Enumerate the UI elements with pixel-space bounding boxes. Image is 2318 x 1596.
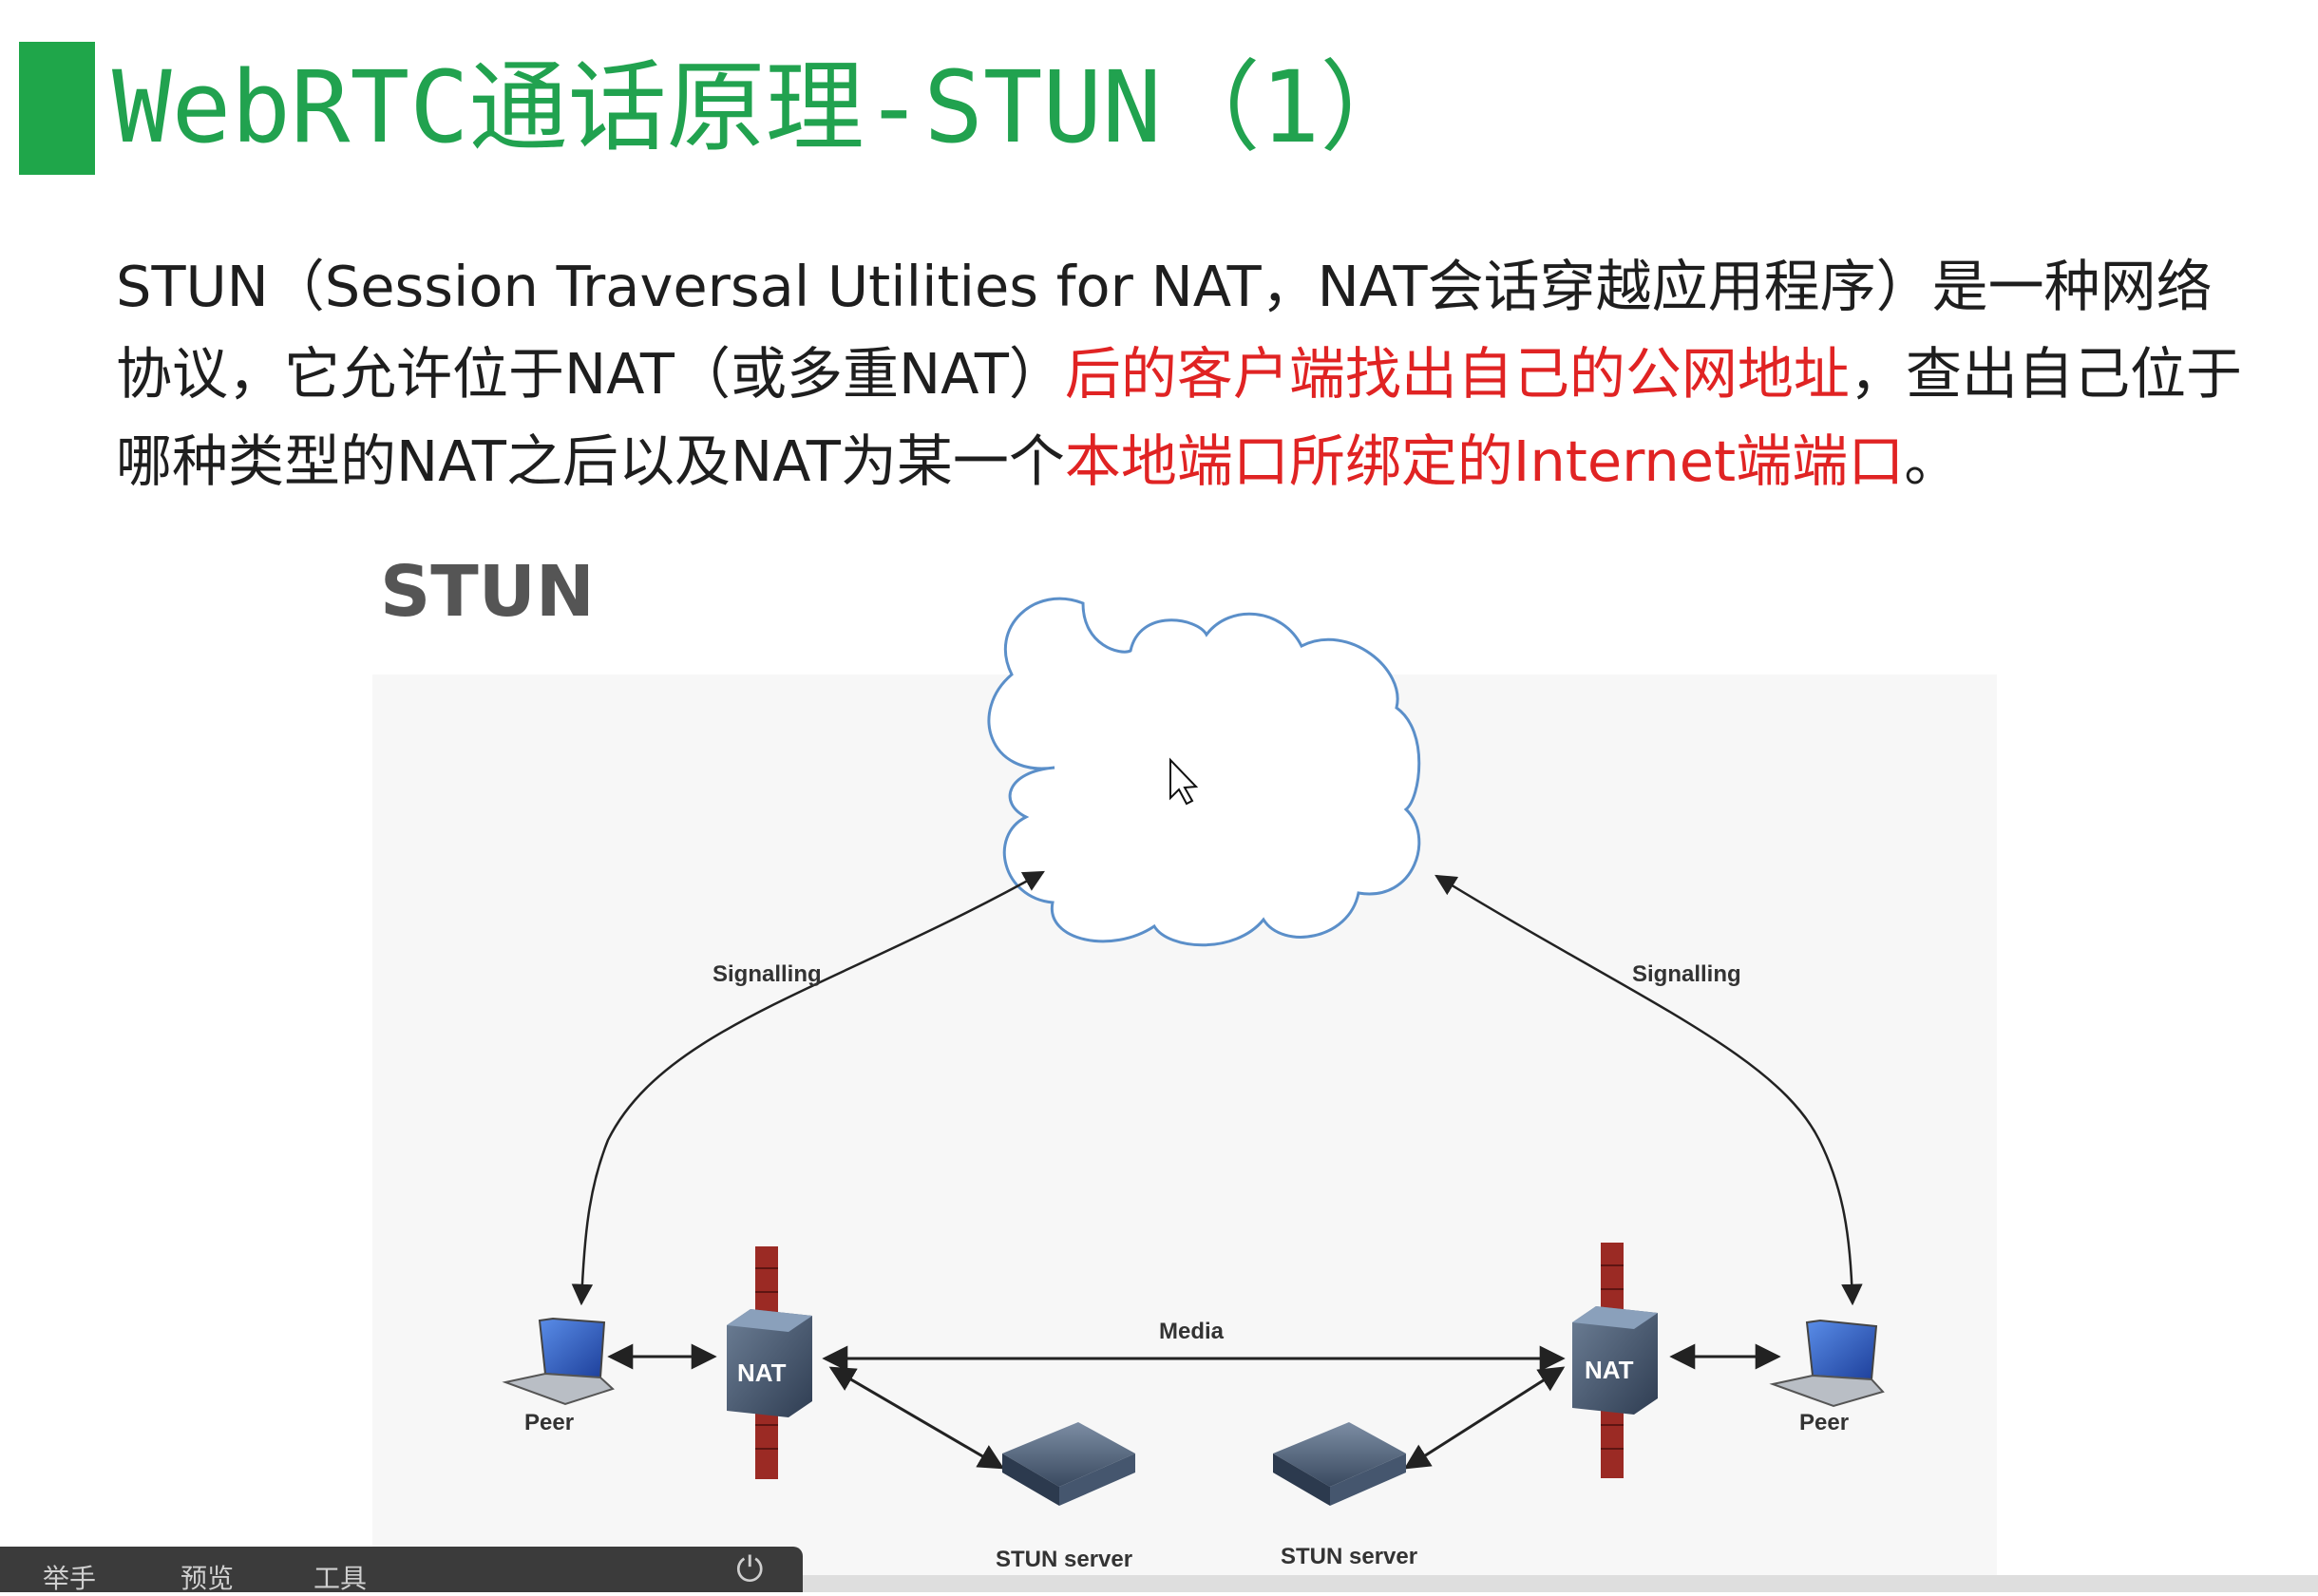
peer-right-label: Peer xyxy=(1799,1410,1850,1435)
desc-highlight-2: 本地端口所绑定的Internet端端口 xyxy=(1064,428,1905,494)
nat-left-label: NAT xyxy=(737,1358,787,1387)
stun-server-right-icon xyxy=(1273,1422,1406,1506)
slide-title: WebRTC通话原理-STUN（1） xyxy=(112,49,1419,165)
laptop-left-icon xyxy=(502,1317,615,1406)
desc-text-end: 。 xyxy=(1904,428,1961,494)
signalling-left-arrow xyxy=(571,870,1045,1306)
slide-description: STUN（Session Traversal Utilities for NAT… xyxy=(116,243,2244,505)
desc-text-2: ，查出自己位于哪种类型的NAT之后以及NAT为某一个 xyxy=(116,341,2242,494)
power-icon[interactable]: ⏻ xyxy=(736,1550,764,1589)
window-bottom-edge xyxy=(803,1575,2318,1592)
stun-server-right-label: STUN server xyxy=(1281,1544,1418,1569)
media-label: Media xyxy=(1159,1319,1225,1344)
nat-stun-right-arrow xyxy=(1403,1366,1566,1470)
signalling-left-label: Signalling xyxy=(712,961,822,987)
nat-right-icon xyxy=(1572,1306,1658,1415)
nat-stun-left-arrow xyxy=(828,1366,1005,1470)
nat-left-icon xyxy=(727,1309,812,1417)
desc-text-1: STUN（Session Traversal Utilities for NAT… xyxy=(116,254,2213,407)
stun-server-left-label: STUN server xyxy=(996,1547,1133,1572)
raise-hand-button[interactable]: 举手 xyxy=(43,1563,97,1594)
tools-button[interactable]: 工具 xyxy=(314,1563,368,1594)
preview-button[interactable]: 预览 xyxy=(180,1563,235,1594)
signalling-right-label: Signalling xyxy=(1632,961,1741,987)
nat-right-label: NAT xyxy=(1585,1356,1634,1384)
title-accent-bar xyxy=(19,42,95,175)
signalling-right-arrow xyxy=(1434,874,1863,1306)
diagram-heading: STUN xyxy=(380,551,595,633)
stun-server-left-icon xyxy=(1002,1422,1135,1506)
peer-left-label: Peer xyxy=(524,1410,575,1435)
meeting-toolbar: 举手 预览 工具 ⏻ xyxy=(0,1547,803,1594)
laptop-right-icon xyxy=(1769,1319,1885,1408)
internet-cloud-icon xyxy=(987,597,1421,947)
desc-highlight-1: 后的客户端找出自己的公网地址 xyxy=(1064,341,1850,407)
mouse-cursor-icon xyxy=(1169,757,1199,806)
